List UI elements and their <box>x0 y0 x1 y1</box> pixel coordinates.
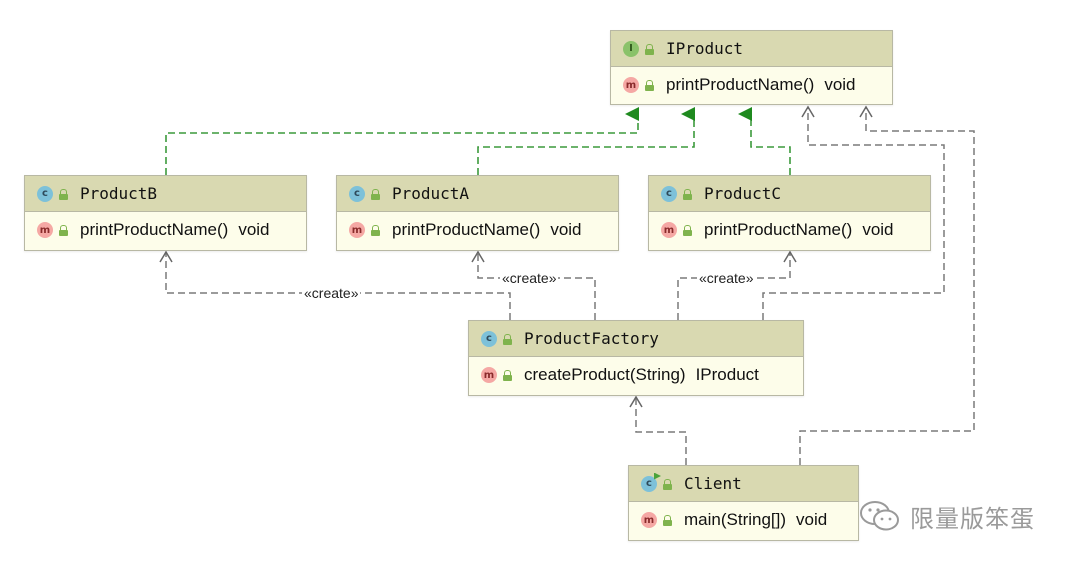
class-node-iproduct[interactable]: I IProduct m printProductName() void <box>610 30 893 105</box>
implements-edge-productB <box>165 107 639 175</box>
method-row[interactable]: m printProductName() void <box>25 212 306 248</box>
create-label-productC: «create» <box>697 270 756 286</box>
class-header: c ProductA <box>337 176 618 212</box>
create-label-productB: «create» <box>302 285 361 301</box>
arrowhead-productB <box>159 250 173 263</box>
return-type: void <box>238 220 270 239</box>
public-visibility-icon <box>503 333 512 345</box>
runnable-class-icon: c <box>641 472 661 492</box>
class-header: c ProductFactory <box>469 321 803 357</box>
class-header: I IProduct <box>611 31 892 67</box>
implements-edge-productA <box>477 107 695 175</box>
return-type: void <box>796 510 828 529</box>
class-header: c ProductB <box>25 176 306 212</box>
method-name: printProductName() <box>666 75 815 94</box>
class-header: c Client <box>629 466 858 502</box>
class-icon: c <box>349 185 365 202</box>
dependency-edge-factory-iproduct <box>762 107 945 320</box>
class-node-productC[interactable]: c ProductC m printProductName() void <box>648 175 931 251</box>
method-row[interactable]: m printProductName() void <box>337 212 618 248</box>
arrowhead-factory <box>629 395 643 408</box>
class-icon: c <box>37 185 53 202</box>
class-name: ProductC <box>704 184 782 203</box>
method-name: printProductName() <box>704 220 853 239</box>
method-row[interactable]: m printProductName() void <box>649 212 930 248</box>
static-method-icon: m <box>641 512 657 528</box>
method-icon: m <box>661 222 677 238</box>
class-icon: c <box>661 185 677 202</box>
run-badge-icon <box>654 472 661 480</box>
class-name: IProduct <box>666 39 744 58</box>
dependency-edge-client-iproduct <box>799 107 975 465</box>
public-visibility-icon <box>663 478 672 490</box>
arrowhead-iproduct-2 <box>859 105 873 118</box>
method-icon: m <box>37 222 53 238</box>
method-name: printProductName() <box>392 220 541 239</box>
method-icon: m <box>349 222 365 238</box>
class-name: Client <box>684 474 742 493</box>
public-visibility-icon <box>503 370 512 381</box>
arrowhead-productA <box>471 250 485 263</box>
public-visibility-icon <box>645 43 654 55</box>
method-icon: m <box>623 77 639 93</box>
implements-edge-productC <box>738 107 791 175</box>
arrowhead-productC <box>783 250 797 263</box>
dependency-edge-client-factory <box>635 397 687 465</box>
public-visibility-icon <box>645 80 654 91</box>
public-visibility-icon <box>663 515 672 526</box>
class-node-productA[interactable]: c ProductA m printProductName() void <box>336 175 619 251</box>
return-type: void <box>824 75 856 94</box>
method-row[interactable]: m printProductName() void <box>611 67 892 103</box>
return-type: void <box>862 220 894 239</box>
return-type: void <box>550 220 582 239</box>
class-name: ProductB <box>80 184 158 203</box>
class-icon: c <box>481 330 497 347</box>
create-edge-productC <box>677 252 791 320</box>
public-visibility-icon <box>371 225 380 236</box>
create-label-productA: «create» <box>500 270 559 286</box>
static-method-icon: m <box>481 367 497 383</box>
method-row[interactable]: m createProduct(String) IProduct <box>469 357 803 393</box>
method-name: main(String[]) <box>684 510 787 529</box>
class-node-productB[interactable]: c ProductB m printProductName() void <box>24 175 307 251</box>
class-icon-letter: c <box>646 478 652 489</box>
public-visibility-icon <box>371 188 380 200</box>
method-name: createProduct(String) <box>524 365 686 384</box>
public-visibility-icon <box>59 225 68 236</box>
interface-icon: I <box>623 40 639 57</box>
watermark: 限量版笨蛋 <box>858 498 1035 534</box>
public-visibility-icon <box>683 188 692 200</box>
class-node-client[interactable]: c Client m main(String[]) void <box>628 465 859 541</box>
create-edge-productA <box>477 252 596 320</box>
method-row[interactable]: m main(String[]) void <box>629 502 858 538</box>
method-name: printProductName() <box>80 220 229 239</box>
wechat-icon <box>860 501 899 531</box>
class-name: ProductA <box>392 184 470 203</box>
public-visibility-icon <box>59 188 68 200</box>
watermark-text: 限量版笨蛋 <box>910 504 1035 533</box>
public-visibility-icon <box>683 225 692 236</box>
arrowhead-iproduct-1 <box>801 105 815 118</box>
class-name: ProductFactory <box>524 329 659 348</box>
class-header: c ProductC <box>649 176 930 212</box>
return-type: IProduct <box>695 365 759 384</box>
class-node-productfactory[interactable]: c ProductFactory m createProduct(String)… <box>468 320 804 396</box>
